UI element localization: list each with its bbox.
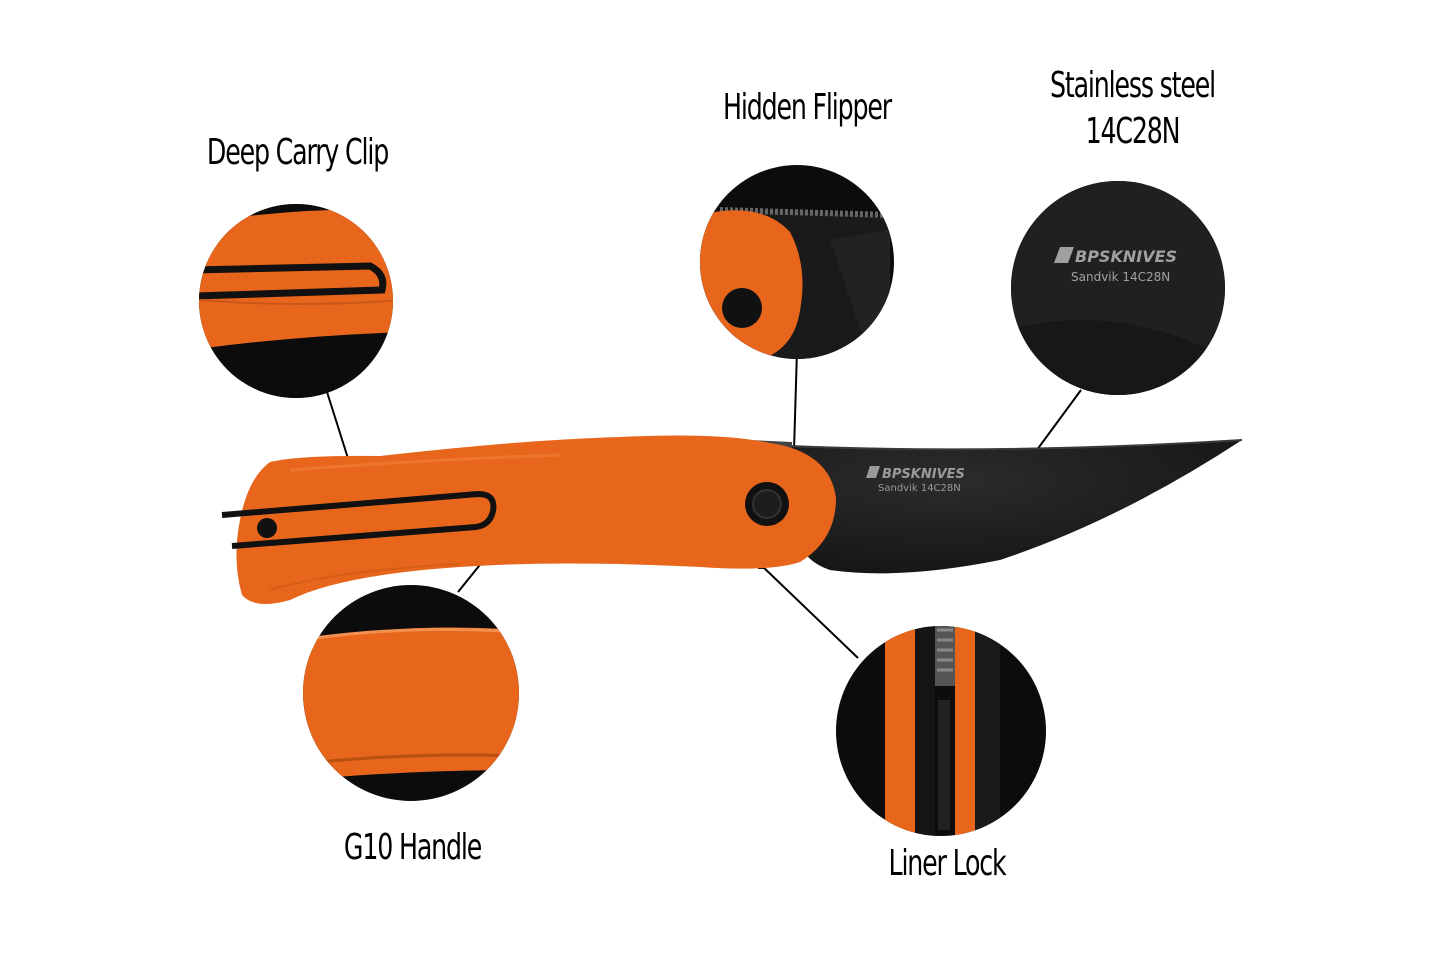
detail-circle-clip bbox=[199, 204, 393, 398]
knife bbox=[221, 435, 1243, 604]
knife-handle bbox=[236, 435, 836, 604]
flipper-leader-line bbox=[793, 349, 798, 452]
steel-grade-label: 14C28N bbox=[1085, 111, 1181, 152]
stainless-steel-label: Stainless steel bbox=[1049, 65, 1216, 106]
deep-carry-clip-label: Deep Carry Clip bbox=[206, 132, 389, 173]
liner-leader-line bbox=[761, 565, 859, 659]
blade-steel-engraving: Sandvik 14C28N bbox=[878, 483, 961, 494]
zoom-steel-engraving: Sandvik 14C28N bbox=[1071, 270, 1170, 284]
liner-lock-label: Liner Lock bbox=[888, 843, 1007, 884]
blade-brand-engraving: BPSKNIVES bbox=[882, 467, 965, 482]
hidden-flipper-label: Hidden Flipper bbox=[723, 87, 892, 128]
detail-circle-steel: BPSKNIVES Sandvik 14C28N bbox=[1011, 181, 1225, 395]
detail-circle-liner bbox=[836, 626, 1046, 836]
detail-circle-flipper bbox=[700, 165, 894, 359]
pocket-clip bbox=[221, 491, 497, 549]
g10-handle-label: G10 Handle bbox=[343, 827, 482, 868]
detail-circle-g10 bbox=[303, 585, 519, 801]
zoom-brand-engraving: BPSKNIVES bbox=[1075, 247, 1177, 266]
